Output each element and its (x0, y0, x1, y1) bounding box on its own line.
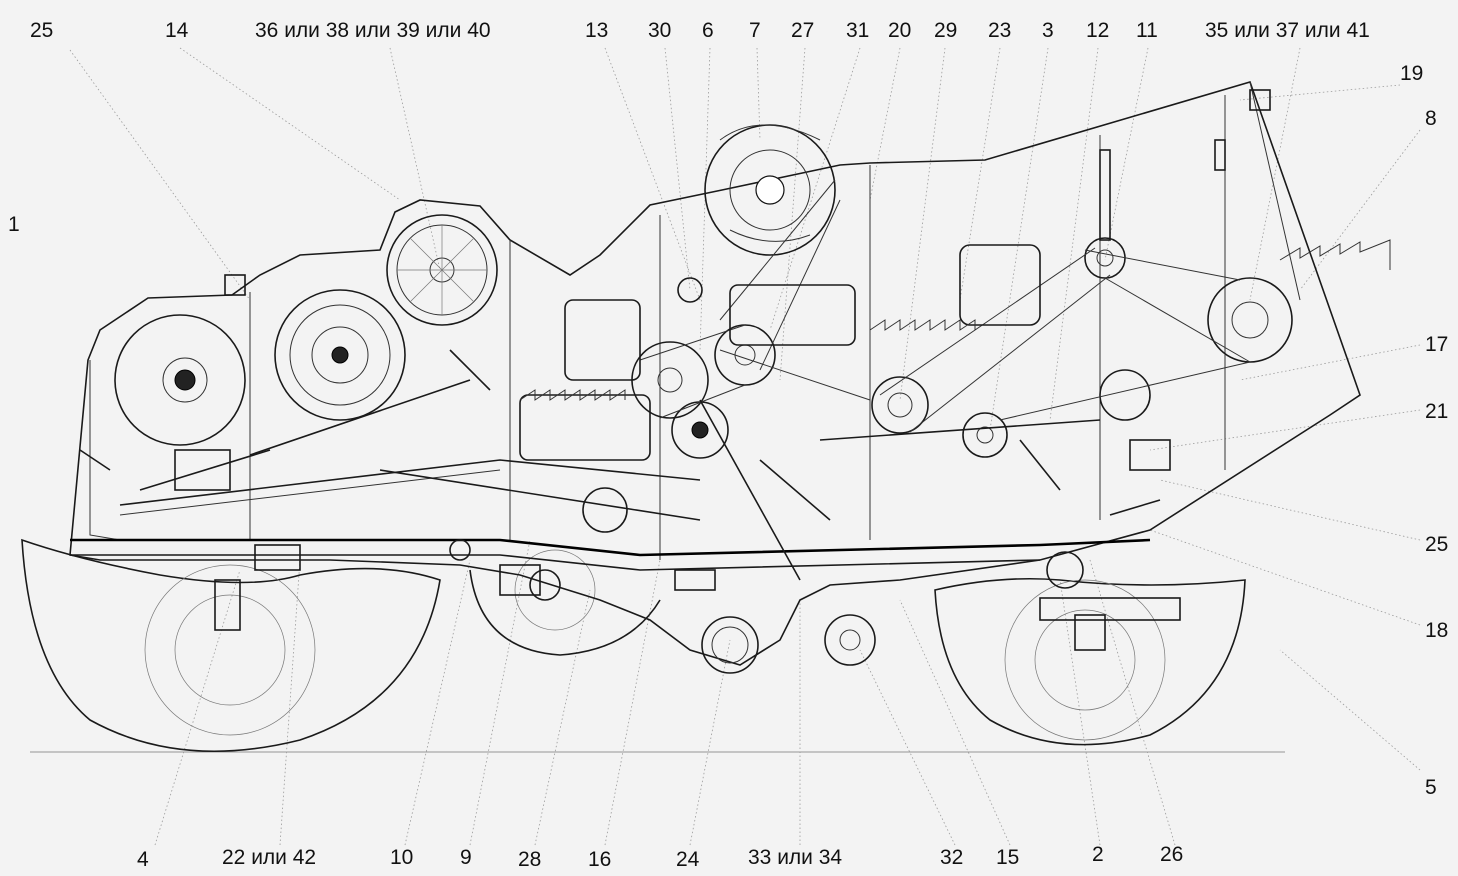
label-15: 15 (996, 846, 1020, 869)
label-30: 30 (648, 19, 672, 42)
label-3: 3 (1042, 19, 1054, 42)
label-29: 29 (934, 19, 958, 42)
front-wheel (21, 538, 441, 752)
inspection-windows (519, 244, 1041, 461)
label-35-37-41: 35 или 37 или 41 (1205, 19, 1370, 42)
label-4: 4 (137, 848, 149, 871)
label-36-38-39-40: 36 или 38 или 39 или 40 (255, 19, 491, 42)
label-5: 5 (1425, 776, 1437, 799)
frame-beam (70, 538, 1151, 557)
belts (639, 179, 1251, 433)
label-10: 10 (390, 846, 414, 869)
label-21: 21 (1425, 400, 1449, 423)
label-18: 18 (1425, 619, 1449, 642)
label-8: 8 (1425, 107, 1437, 130)
label-25-top: 25 (30, 19, 54, 42)
label-19: 19 (1400, 62, 1424, 85)
label-1: 1 (8, 213, 20, 236)
leader-lines (69, 47, 1421, 846)
label-27: 27 (791, 19, 815, 42)
label-16: 16 (588, 848, 612, 871)
label-22-42: 22 или 42 (222, 846, 317, 869)
label-20: 20 (888, 19, 912, 42)
rear-wheel (934, 577, 1246, 746)
label-6: 6 (702, 19, 714, 42)
label-32: 32 (940, 846, 964, 869)
label-17: 17 (1425, 333, 1449, 356)
label-11: 11 (1136, 19, 1158, 42)
label-26: 26 (1160, 843, 1184, 866)
sieve-teeth (519, 239, 1391, 401)
label-24: 24 (676, 848, 700, 871)
label-25-right: 25 (1425, 533, 1449, 556)
middle-wheel (469, 569, 661, 656)
label-33-34: 33 или 34 (748, 846, 843, 869)
label-9: 9 (460, 846, 472, 869)
label-7: 7 (749, 19, 761, 42)
label-12: 12 (1086, 19, 1110, 42)
linkages (79, 349, 1161, 581)
label-14: 14 (165, 19, 189, 42)
brackets (174, 89, 1271, 651)
label-2: 2 (1092, 843, 1104, 866)
label-23: 23 (988, 19, 1012, 42)
label-31: 31 (846, 19, 870, 42)
label-13: 13 (585, 19, 609, 42)
label-28: 28 (518, 848, 542, 871)
